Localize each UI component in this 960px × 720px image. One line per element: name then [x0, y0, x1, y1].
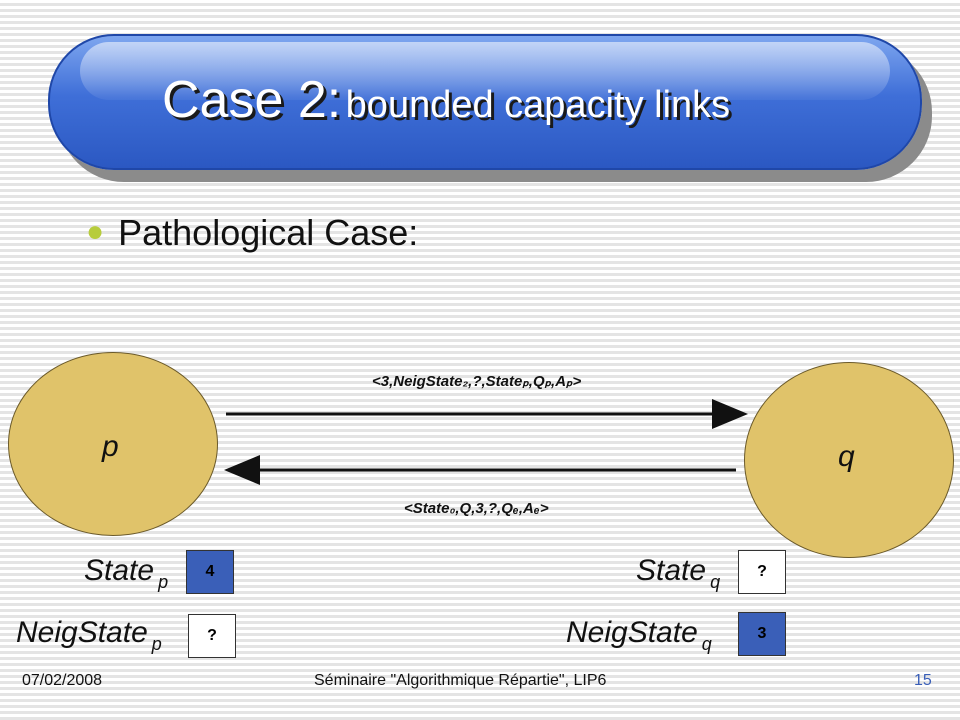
title-gloss [80, 42, 890, 100]
title-banner [48, 34, 922, 170]
neig-state-q-box: 3 [738, 612, 786, 656]
bullet-dot-icon: ● [86, 215, 105, 248]
slide-title: Case 2: bounded capacity links [162, 70, 730, 130]
node-p-label: p [102, 430, 119, 463]
node-p [8, 352, 218, 536]
bullet-item: ● Pathological Case: [86, 212, 418, 254]
state-p-box: 4 [186, 550, 234, 594]
bullet-text: Pathological Case: [118, 212, 419, 253]
title-main: Case 2: [162, 71, 342, 129]
neig-state-p-box: ? [188, 614, 236, 658]
message-p-to-q: <3,NeigState₂,?,Stateₚ,Qₚ,Aₚ> [372, 373, 582, 390]
title-sub: bounded capacity links [345, 84, 731, 126]
node-q [744, 362, 954, 558]
footer-date: 07/02/2008 [22, 672, 103, 689]
state-q-box: ? [738, 550, 786, 594]
node-q-label: q [838, 440, 855, 473]
page-number: 15 [914, 672, 932, 689]
message-q-to-p: <State₀,Q,3,?,Qₑ,Aₑ> [404, 500, 549, 517]
footer-title: Séminaire "Algorithmique Répartie", LIP6 [314, 672, 607, 689]
